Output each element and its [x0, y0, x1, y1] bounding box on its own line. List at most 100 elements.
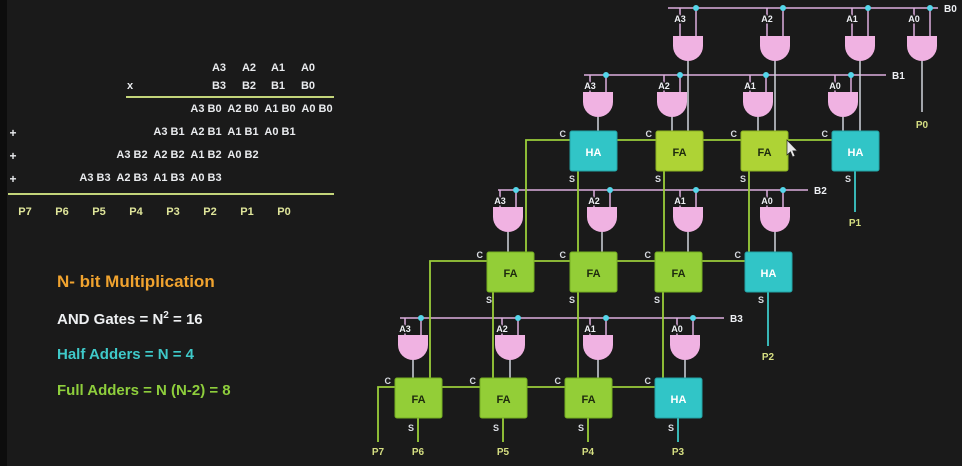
- partial-product: A2 B1: [190, 126, 222, 138]
- and-gate-icon: [760, 207, 790, 232]
- plus-sign: +: [9, 126, 17, 140]
- sum-out-label: S: [740, 174, 746, 184]
- b-input-label: B3: [730, 314, 743, 325]
- adder-label: HA: [848, 147, 864, 159]
- and-gate-icon: [828, 92, 858, 117]
- carry-labels: C C C C C C C C C C C C: [385, 129, 829, 386]
- sum-out-label: S: [408, 423, 414, 433]
- a-input-label: A2: [658, 81, 670, 91]
- partial-product: A3 B2: [116, 149, 148, 161]
- sum-out-label: S: [655, 174, 661, 184]
- sum-out-label: S: [654, 295, 660, 305]
- multiplicand-bit: A0: [300, 62, 316, 74]
- multiplier-bit: B3: [211, 80, 227, 92]
- carry-out-label: C: [646, 129, 653, 139]
- and-gate-icon: [760, 36, 790, 61]
- and-gates-text: AND Gates = N: [57, 311, 164, 328]
- a-input-label: A1: [584, 324, 596, 334]
- junction-dot: [780, 5, 786, 11]
- junction-dot: [603, 315, 609, 321]
- product-label: P6: [55, 206, 69, 218]
- adder-label: FA: [496, 394, 510, 406]
- multiplier-bit: B1: [270, 80, 286, 92]
- junction-dot: [418, 315, 424, 321]
- junction-dot: [780, 187, 786, 193]
- junction-dot: [763, 72, 769, 78]
- adder-label: FA: [503, 268, 517, 280]
- junction-dot: [927, 5, 933, 11]
- product-label: P7: [18, 206, 32, 218]
- table-rule-bottom: [8, 193, 334, 195]
- gate-output-wires: [412, 61, 923, 378]
- half-adder-box: [654, 377, 703, 419]
- and-gate-icon: [587, 207, 617, 232]
- partial-product: A1 B0: [264, 103, 296, 115]
- and-gates-count: AND Gates = N2 = 16: [57, 310, 203, 328]
- gate-input-wires-row1: [679, 8, 931, 36]
- and-gates: [398, 36, 937, 360]
- plus-sign: +: [9, 172, 17, 186]
- multiplier-bit: B2: [241, 80, 257, 92]
- a-input-labels: A3 A2 A1 A0 A3 A2 A1 A0 A3 A2 A1 A0 A3 A…: [398, 13, 922, 336]
- sum-out-label: S: [493, 423, 499, 433]
- product-label: P4: [129, 206, 143, 218]
- and-gate-icon: [583, 92, 613, 117]
- multiply-sign: x: [126, 80, 134, 92]
- product-output-label: P3: [672, 447, 685, 458]
- and-gate-icon: [673, 36, 703, 61]
- full-adder-box: [569, 251, 618, 293]
- carry-wires-row2: [429, 260, 745, 378]
- partial-product: A0 B2: [227, 149, 259, 161]
- mouse-cursor-icon: [786, 139, 799, 158]
- gate-output-wires-row2: [597, 117, 844, 131]
- a-input-label: A3: [584, 81, 596, 91]
- and-gate-icon: [583, 335, 613, 360]
- multiplicand-bit: A3: [211, 62, 227, 74]
- carry-out-label: C: [385, 376, 392, 386]
- carry-out-label: C: [645, 250, 652, 260]
- adder-label: FA: [671, 268, 685, 280]
- product-output-labels: P0 P1 P2 P3 P4 P5 P6 P7: [372, 120, 929, 458]
- half-adder-box: [569, 130, 618, 172]
- carry-out-label: C: [477, 250, 484, 260]
- plus-sign: +: [9, 149, 17, 163]
- a-input-label: A1: [846, 14, 858, 24]
- gate-output-wires-row3: [507, 232, 776, 252]
- multiplicand-bit: A2: [241, 62, 257, 74]
- partial-product: A3 B3: [79, 172, 111, 184]
- and-gate-icon: [907, 36, 937, 61]
- half-adder-box: [744, 251, 793, 293]
- sum-wires-row2: [492, 292, 664, 378]
- product-label: P1: [240, 206, 254, 218]
- adder-label: FA: [586, 268, 600, 280]
- and-gate-icon: [743, 92, 773, 117]
- multiplier-bit: B0: [300, 80, 316, 92]
- carry-and-sum-wires: [377, 139, 832, 442]
- junction-dot: [693, 5, 699, 11]
- full-adder-box: [654, 251, 703, 293]
- a-input-label: A0: [761, 196, 773, 206]
- partial-product: A0 B1: [264, 126, 296, 138]
- a-input-label: A3: [494, 196, 506, 206]
- half-adders-count: Half Adders = N = 4: [57, 346, 194, 363]
- carry-wires-row1: [525, 139, 832, 252]
- table-rule-top: [126, 96, 334, 98]
- carry-out-label: C: [731, 129, 738, 139]
- and-gate-icon: [673, 207, 703, 232]
- sum-out-label: S: [569, 295, 575, 305]
- junction-dot: [690, 315, 696, 321]
- adder-boxes: [394, 130, 880, 419]
- half-adder-box: [831, 130, 880, 172]
- partial-product: A0 B0: [301, 103, 333, 115]
- partial-product: A1 B2: [190, 149, 222, 161]
- adder-label: FA: [672, 147, 686, 159]
- sum-out-label: S: [486, 295, 492, 305]
- and-gates-value: = 16: [168, 311, 203, 328]
- carry-out-label: C: [560, 129, 567, 139]
- partial-product: A1 B1: [227, 126, 259, 138]
- full-adder-box: [394, 377, 443, 419]
- a-input-label: A1: [674, 196, 686, 206]
- partial-product: A2 B2: [153, 149, 185, 161]
- junction-dot: [515, 315, 521, 321]
